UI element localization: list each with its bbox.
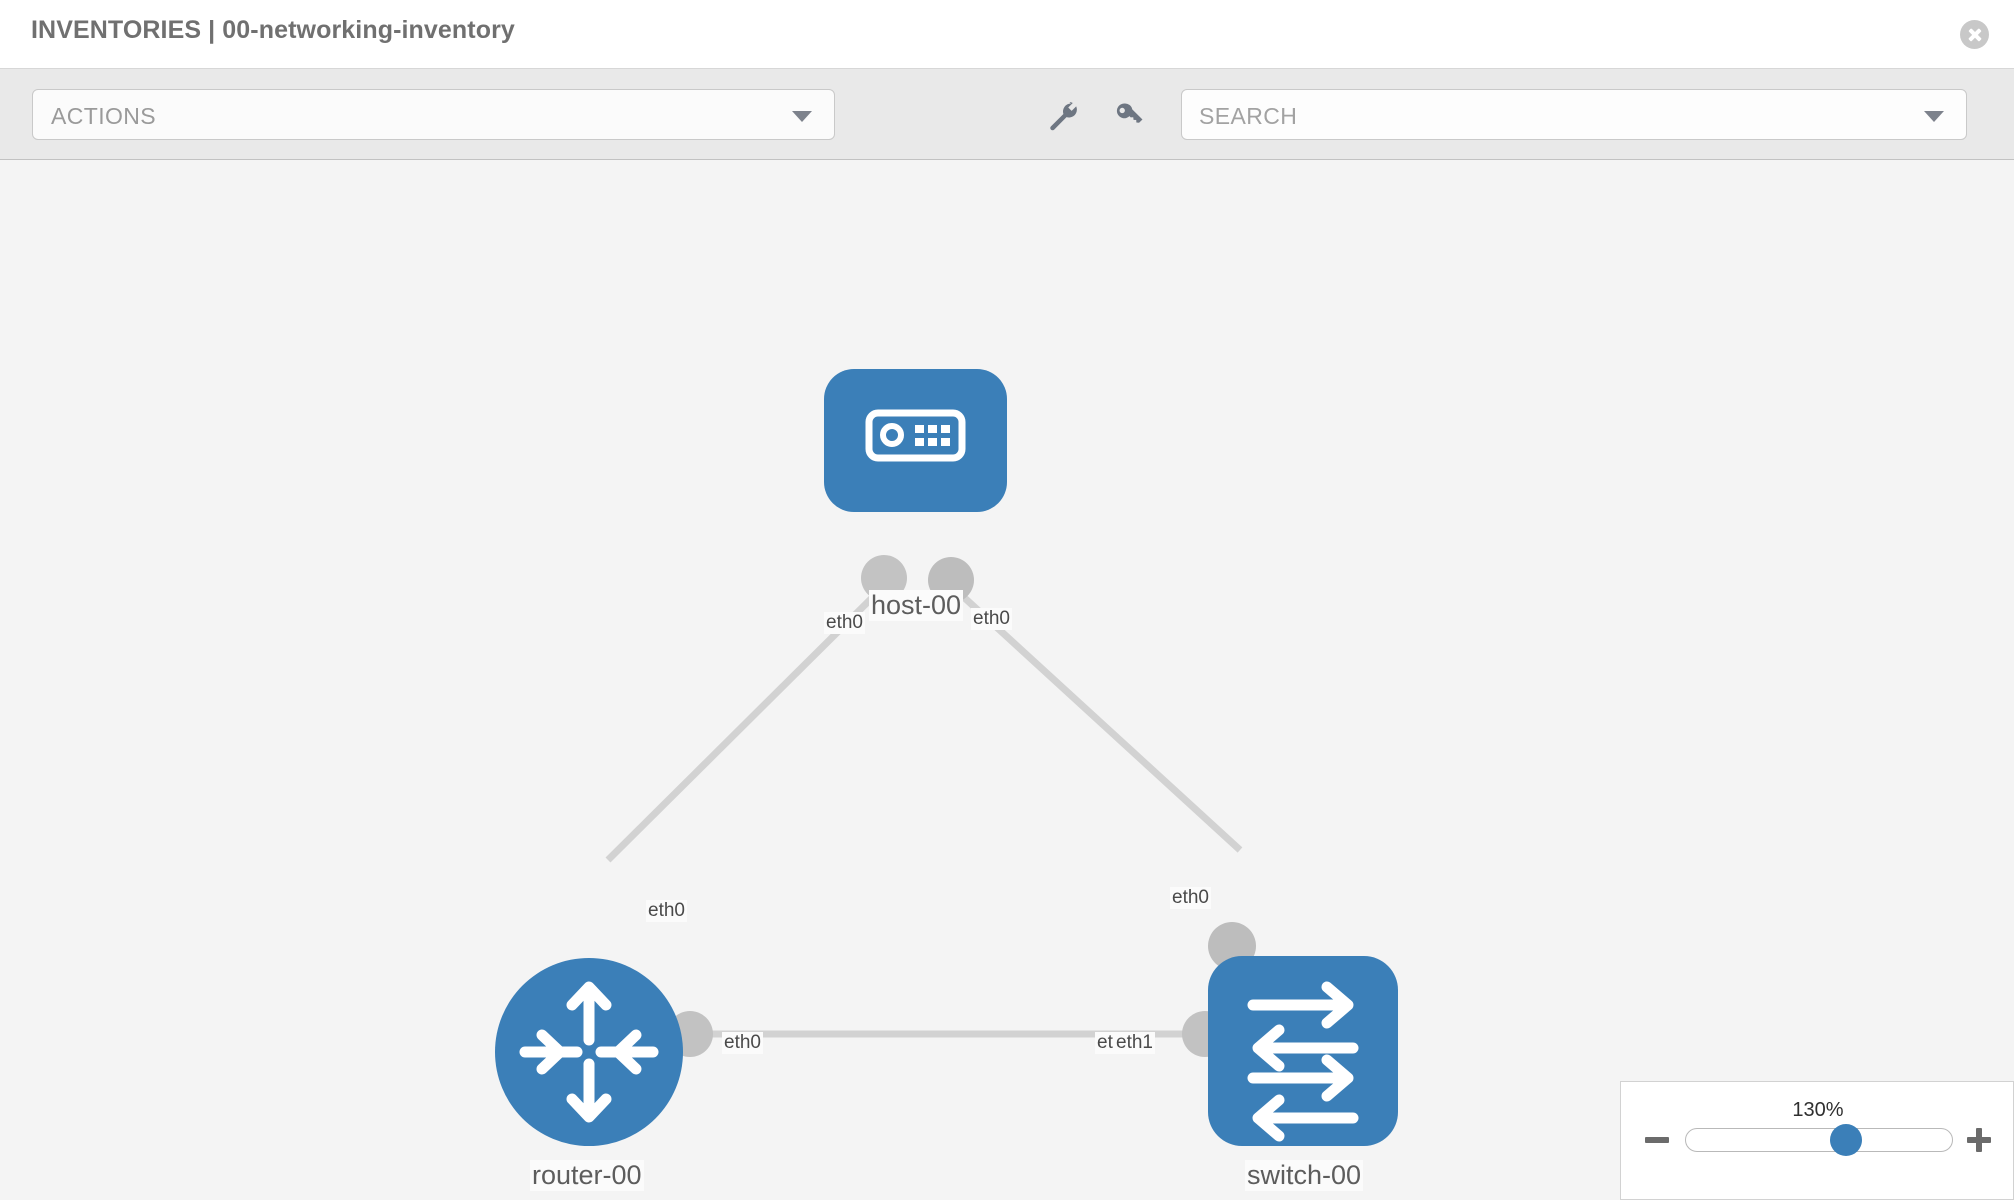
iface-label: eth0 [1170,887,1211,909]
toolbar: ACTIONS SEARCH [0,69,2014,160]
iface-label: eth0 [971,608,1012,630]
node-router-00 [495,958,683,1146]
connector-host-left [861,555,907,601]
key-icon[interactable] [1113,99,1147,133]
topology-connectors [667,555,1256,1057]
router-arrows-icon [519,981,659,1123]
server-icon [865,409,966,462]
node-host-00 [824,369,1007,512]
zoom-control-panel: 130% [1620,1081,2014,1200]
node-label-host: host-00 [869,590,964,621]
node-label-switch: switch-00 [1245,1160,1364,1191]
topology-canvas[interactable]: host-00 router-00 switch-00 eth0 eth0 et… [0,160,2014,1200]
search-placeholder: SEARCH [1199,103,1298,129]
iface-label: eth0 [824,612,865,634]
iface-label: eth1 [1114,1032,1155,1054]
page-title: INVENTORIES | 00-networking-inventory [31,16,515,44]
search-input[interactable]: SEARCH [1181,89,1967,140]
iface-label: eth0 [646,900,687,922]
node-switch-00 [1208,956,1398,1146]
zoom-slider[interactable] [1685,1124,1953,1156]
actions-dropdown[interactable]: ACTIONS [32,89,835,140]
wrench-icon[interactable] [1046,99,1080,133]
switch-arrows-icon [1247,981,1359,1142]
zoom-level-label: 130% [1792,1099,1844,1121]
topology-graph [495,369,1398,1146]
chevron-down-icon[interactable] [1924,111,1944,122]
page-header: INVENTORIES | 00-networking-inventory [0,0,2014,69]
close-icon[interactable] [1960,20,1989,49]
iface-label: eth0 [722,1032,763,1054]
zoom-in-button[interactable] [1965,1126,1993,1154]
zoom-slider-thumb[interactable] [1829,1124,1862,1156]
node-label-router: router-00 [530,1160,644,1191]
chevron-down-icon [792,111,812,122]
topology-links [605,577,1243,1038]
zoom-out-button[interactable] [1643,1126,1671,1154]
actions-dropdown-label: ACTIONS [51,103,157,129]
